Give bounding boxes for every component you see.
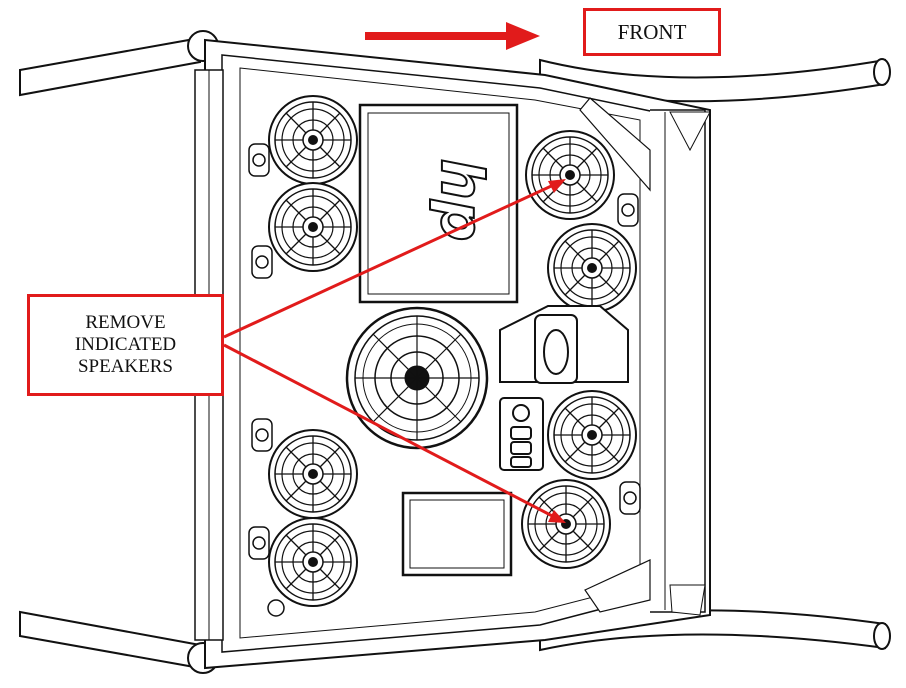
brand-logo: hp	[428, 159, 496, 242]
speaker-right-2	[547, 223, 637, 313]
mount-knob-left-4	[248, 526, 270, 560]
amplifier-panel	[358, 103, 519, 304]
speaker-right-front	[525, 130, 615, 220]
mount-knob-left-2	[251, 245, 273, 279]
callout-text-line-2: INDICATED	[74, 334, 177, 355]
front-arrow-head	[506, 22, 540, 50]
speaker-left-4	[268, 517, 358, 607]
speaker-right-rear	[521, 479, 611, 569]
callout-arrowhead-rear	[548, 510, 566, 523]
subwoofer	[345, 306, 489, 450]
speaker-left-2	[268, 182, 358, 272]
speaker-right-3	[547, 390, 637, 480]
front-label-text: FRONT	[617, 19, 687, 44]
mount-knob-left-3	[251, 418, 273, 452]
callout-line-front-speaker	[223, 180, 561, 339]
speaker-left-3	[268, 429, 358, 519]
remove-speakers-callout: REMOVE INDICATED SPEAKERS	[27, 294, 224, 396]
front-label: FRONT	[583, 8, 721, 56]
tweeter-housing	[499, 305, 629, 384]
callout-arrowhead-front	[548, 179, 566, 193]
speaker-left-1	[268, 95, 358, 185]
callout-line-rear-speaker	[223, 343, 561, 522]
mount-knob-right-2	[619, 481, 641, 515]
mount-bolt	[267, 599, 285, 617]
mount-knob-right-1	[617, 193, 639, 227]
callout-text-line-3: SPEAKERS	[77, 356, 173, 377]
callout-text-line-1: REMOVE	[85, 312, 166, 333]
display-screen	[401, 491, 513, 577]
control-panel	[499, 397, 544, 471]
mount-knob-left-1	[248, 143, 270, 177]
